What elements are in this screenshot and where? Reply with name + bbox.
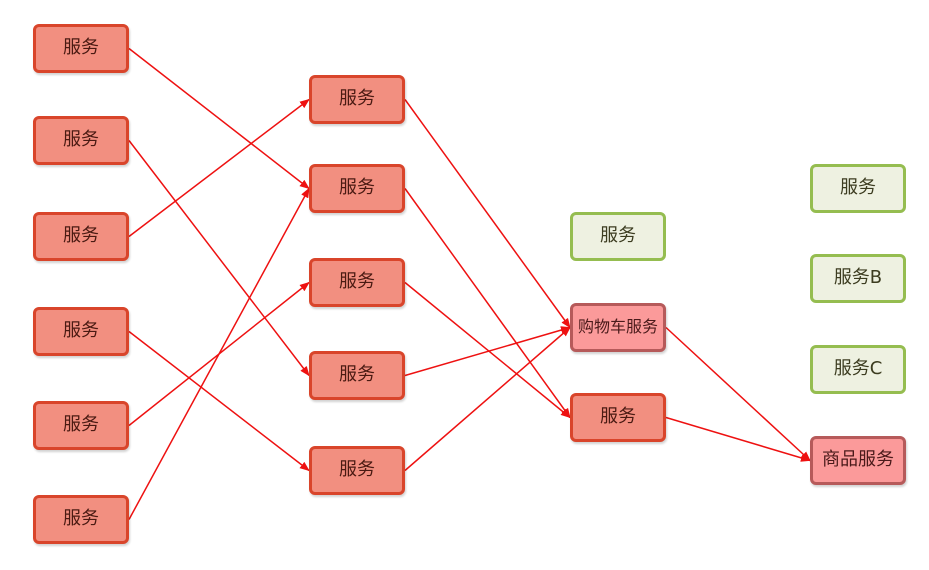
edge-c2_5-to-c3_2: [404, 326, 571, 472]
service-node: 服务: [33, 116, 129, 165]
service-node: 服务: [309, 351, 405, 400]
edge-c3_2-to-c4_4: [665, 326, 811, 462]
service-node: 服务: [570, 393, 666, 442]
service-node: 服务: [33, 401, 129, 450]
edge-c2_4-to-c3_2: [404, 326, 571, 377]
edge-c2_2-to-c3_3: [404, 188, 571, 419]
edge-c1_4-to-c2_5: [128, 330, 310, 472]
service-node: 服务: [33, 24, 129, 73]
service-node: 服务: [33, 495, 129, 544]
cart-service-node: 购物车服务: [570, 303, 666, 352]
service-node-idle: 服务: [570, 212, 666, 261]
edge-c3_3-to-c4_4: [665, 416, 811, 462]
service-b-node: 服务B: [810, 254, 906, 303]
service-node: 服务: [309, 75, 405, 124]
edge-c1_1-to-c2_2: [128, 47, 310, 190]
service-node: 服务: [309, 164, 405, 213]
edge-c2_3-to-c3_3: [404, 281, 571, 419]
edge-c1_2-to-c2_4: [128, 140, 310, 377]
edge-c1_6-to-c2_2: [128, 187, 310, 520]
service-node: 服务: [33, 307, 129, 356]
service-node-idle: 服务: [810, 164, 906, 213]
service-c-node: 服务C: [810, 345, 906, 394]
service-node: 服务: [33, 212, 129, 261]
service-node: 服务: [309, 446, 405, 495]
edge-c1_3-to-c2_1: [128, 98, 310, 238]
service-node: 服务: [309, 258, 405, 307]
product-service-node: 商品服务: [810, 436, 906, 485]
edge-c2_1-to-c3_2: [404, 99, 571, 329]
